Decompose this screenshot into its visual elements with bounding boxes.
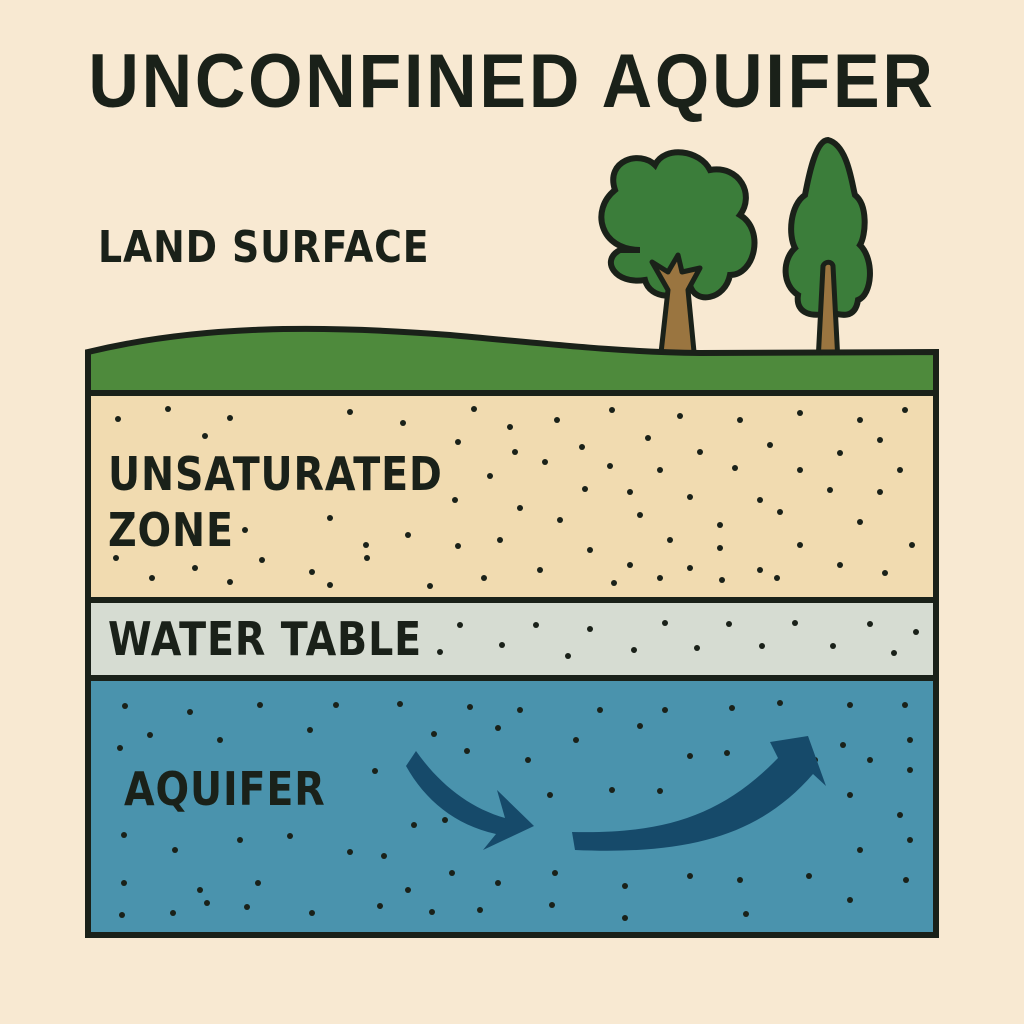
unsaturated-zone-label-line1: UNSATURATED xyxy=(108,447,443,501)
conifer-tree-icon xyxy=(782,136,873,365)
aquifer-label: AQUIFER xyxy=(124,762,326,816)
land-surface-label: LAND SURFACE xyxy=(98,222,430,273)
unsaturated-zone-label-line2: ZONE xyxy=(108,503,234,557)
broadleaf-tree-icon xyxy=(598,149,758,365)
diagram-title: UNCONFINED AQUIFER xyxy=(88,39,936,124)
water-table-label: WATER TABLE xyxy=(108,612,423,666)
groundwater-flow-arrow-icon xyxy=(406,736,826,851)
unsaturated-zone-label: UNSATURATED ZONE xyxy=(108,446,443,558)
sediment-dots-water-table xyxy=(437,620,919,659)
sediment-dots-unsaturated xyxy=(113,406,915,589)
land-surface-layer xyxy=(85,325,939,396)
